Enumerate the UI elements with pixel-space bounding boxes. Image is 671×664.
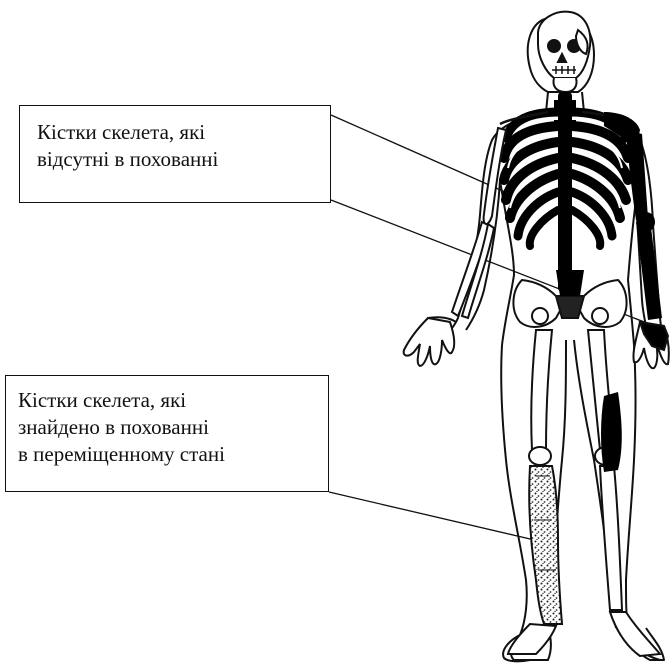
label-displaced-line-3: в переміщенному стані: [18, 441, 328, 468]
right-fibula-missing: [601, 392, 622, 472]
left-hand: [404, 317, 456, 366]
right-hand: [633, 322, 668, 368]
label-displaced-line-2: знайдено в похованні: [18, 414, 328, 441]
label-missing-line-2: відсутні в похованні: [37, 146, 330, 173]
left-leg-displaced: [529, 330, 562, 624]
label-displaced-line-1: Кістки скелета, які: [18, 387, 328, 414]
label-displaced-bones: Кістки скелета, які знайдено в похованні…: [5, 375, 329, 492]
label-missing-bones: Кістки скелета, які відсутні в похованні: [19, 105, 331, 203]
skull: [538, 12, 590, 92]
sacrum-missing: [556, 270, 584, 296]
skull-eye-left: [548, 40, 560, 52]
left-tibia-displaced: [529, 466, 562, 624]
label-missing-line-1: Кістки скелета, які: [37, 119, 330, 146]
leader-line-missing-thorax: [331, 115, 505, 192]
right-arm-missing: [626, 130, 662, 320]
feet-bones: [508, 612, 660, 656]
